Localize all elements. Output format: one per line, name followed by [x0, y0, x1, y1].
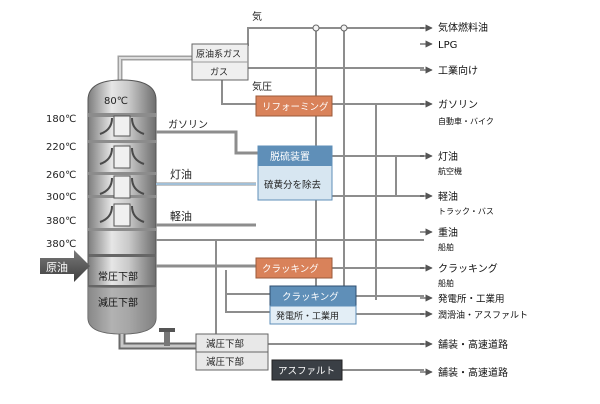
product-main: 気体燃料油	[438, 21, 488, 34]
vac-box1-label: 減圧下部	[206, 338, 244, 350]
product-sub: 船舶	[438, 242, 454, 252]
product-main: 舗装・高速道路	[438, 338, 508, 351]
temp-label: 260℃	[46, 170, 76, 181]
vac-box2-label: 減圧下部	[206, 356, 244, 368]
product-main: 軽油	[438, 190, 458, 203]
asphalt-box	[271, 359, 343, 381]
gas-plant-box	[191, 43, 249, 81]
product-main: 重油	[438, 226, 458, 239]
kerosene-label: 灯油	[170, 167, 192, 181]
light-oil-label: 軽油	[170, 209, 192, 223]
desulf-body: 硫黄分を除去	[264, 179, 322, 191]
power-box-label: 発電所・工業用	[276, 310, 339, 322]
product-sub: トラック・バス	[438, 207, 494, 216]
cracking-box-2	[269, 285, 357, 325]
asphalt-label: アスファルト	[278, 366, 335, 377]
temp-label: 220℃	[46, 142, 76, 153]
atm-bottom-label: 常圧下部	[98, 270, 138, 283]
gasoline-label: ガソリン	[168, 119, 208, 131]
product-main: 工業向け	[438, 64, 478, 77]
product-main: 潤滑油・アスファルト	[438, 309, 528, 321]
cracking1-label: クラッキング	[262, 263, 319, 275]
product-main: LPG	[438, 40, 457, 51]
product-main: クラッキング	[438, 262, 498, 275]
product-main: 灯油	[438, 150, 458, 163]
temp-label: 300℃	[46, 192, 76, 203]
desulf-box	[257, 145, 333, 201]
product-list: 気体燃料油 LPG 工業向け ガソリン 自動車・バイク 灯油 航空機 軽油 トラ…	[438, 21, 528, 379]
temp-label: 380℃	[46, 216, 76, 227]
reforming-box	[255, 95, 333, 117]
gas-label: 気	[252, 10, 262, 23]
gas-plant-line2: ガス	[210, 67, 228, 78]
column-top-temp: 80℃	[104, 96, 128, 107]
temp-label: 380℃	[46, 239, 76, 250]
vac-bottom-label: 減圧下部	[98, 296, 138, 309]
product-main: 舗装・高速道路	[438, 366, 508, 379]
crude-oil-label: 原油	[46, 260, 68, 274]
product-sub: 航空機	[438, 166, 462, 176]
product-main: ガソリン	[438, 99, 478, 111]
vacuum-boxes	[195, 333, 269, 371]
temp-labels: 180℃ 220℃ 260℃ 300℃ 380℃ 380℃	[46, 114, 76, 250]
product-main: 発電所・工業用	[438, 293, 505, 305]
gasoline-draw	[156, 130, 258, 155]
crude-oil-arrow	[40, 250, 90, 282]
cracking2-label: クラッキング	[282, 291, 339, 303]
reforming-label: リフォーミング	[262, 101, 329, 113]
temp-label: 180℃	[46, 114, 76, 125]
product-sub: 自動車・バイク	[438, 116, 494, 126]
distillation-column	[87, 79, 157, 335]
gas-plant-line1: 原油系ガス	[196, 48, 241, 60]
gas-pressure-label: 気圧	[252, 80, 272, 93]
cracking-box-1	[255, 257, 333, 279]
vac-outlet-pipe	[118, 334, 196, 350]
product-sub: 船舶	[438, 278, 454, 288]
desulf-title: 脱硫装置	[270, 150, 310, 163]
